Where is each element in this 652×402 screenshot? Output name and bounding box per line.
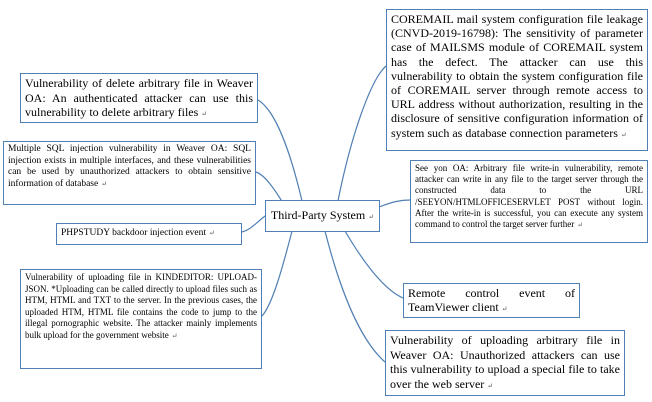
node-phpstudy-text: PHPSTUDY backdoor injection event (61, 228, 207, 238)
node-sql-injection-text: Multiple SQL injection vulnerability in … (8, 144, 251, 190)
edge-coremail (337, 65, 387, 202)
node-teamviewer: Remote control event of TeamViewer clien… (403, 283, 580, 318)
node-delete-file: Vulnerability of delete arbitrary file i… (20, 73, 258, 123)
node-kindeditor: Vulnerability of uploading file in KINDE… (20, 269, 262, 369)
node-upload-file: Vulnerability of uploading arbitrary fil… (385, 330, 625, 396)
node-teamviewer-text: Remote control event of TeamViewer clien… (408, 286, 575, 314)
node-seeyon-text: See yon OA: Arbitrary file write-in vuln… (415, 163, 643, 230)
node-coremail: COREMAIL mail system configuration file … (386, 9, 648, 151)
node-coremail-text: COREMAIL mail system configuration file … (391, 12, 643, 140)
edge-teamviewer (344, 230, 404, 299)
edge-delete-file (257, 99, 303, 202)
node-delete-file-text: Vulnerability of delete arbitrary file i… (25, 76, 253, 119)
center-label: Third-Party System (270, 208, 366, 222)
edge-sql-injection (255, 171, 284, 204)
node-upload-file-text: Vulnerability of uploading arbitrary fil… (390, 333, 620, 391)
node-sql-injection: Multiple SQL injection vulnerability in … (3, 141, 256, 205)
edge-seeyon (378, 199, 411, 208)
edge-kindeditor (261, 230, 293, 317)
node-seeyon: See yon OA: Arbitrary file write-in vuln… (410, 160, 648, 243)
node-phpstudy: PHPSTUDY backdoor injection event↵ (56, 223, 242, 245)
center-node: Third-Party System↵ (265, 200, 380, 232)
edge-phpstudy (241, 215, 266, 233)
edge-upload-file (324, 230, 386, 363)
node-kindeditor-text: Vulnerability of uploading file in KINDE… (25, 272, 257, 340)
